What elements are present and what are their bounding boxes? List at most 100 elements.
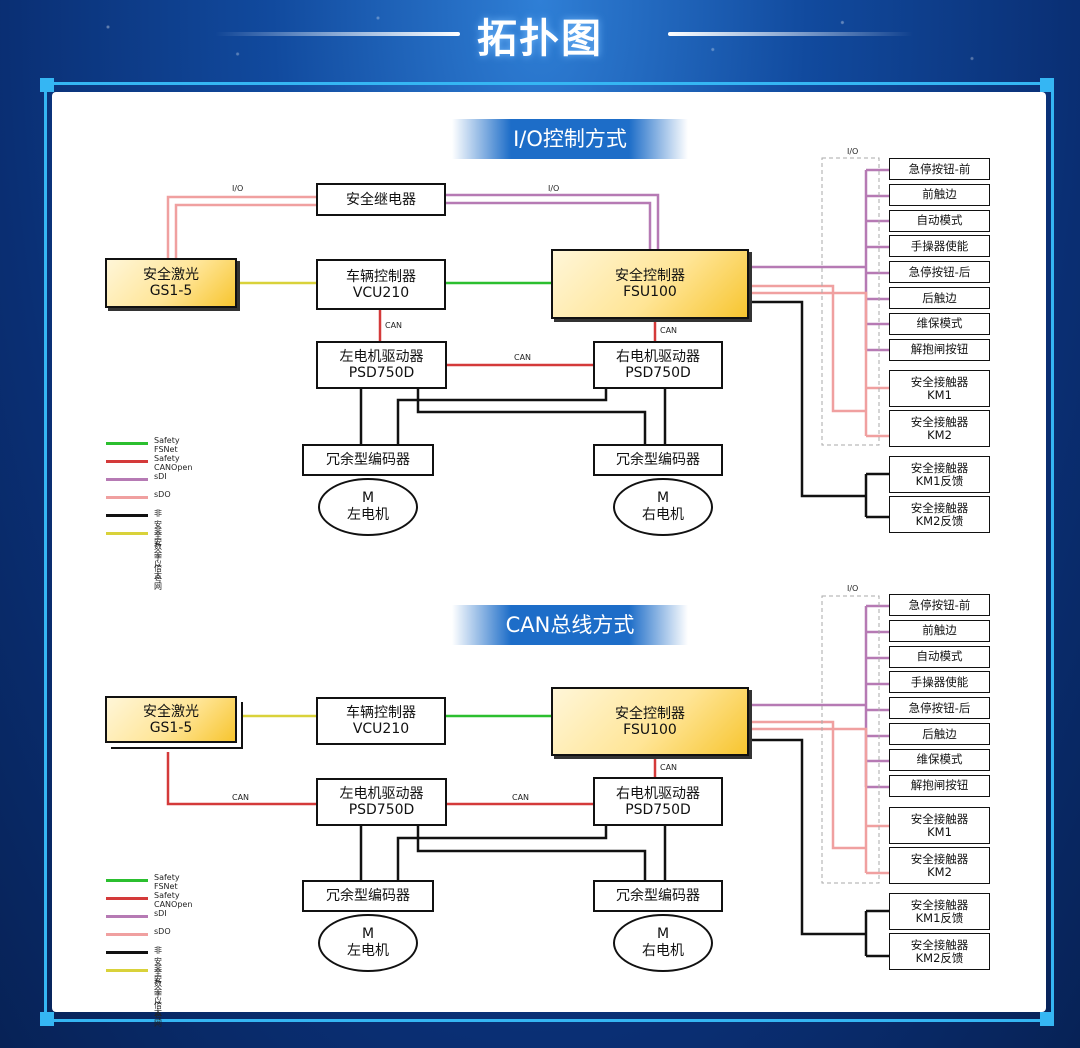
frame-corner (40, 1012, 54, 1026)
device-label: 前触边 (922, 623, 957, 638)
device-label: 安全接触器 (910, 811, 969, 826)
wire-encoder (416, 826, 647, 880)
device-label: KM2反馈 (915, 950, 964, 965)
diagram-frame (44, 82, 1054, 1022)
device-label: KM1反馈 (915, 910, 964, 925)
wire-fsu-feedback (749, 300, 866, 498)
wire-laser-relay-sdo (174, 203, 316, 258)
left-encoder-box: 冗余型编码器 (302, 444, 434, 476)
device-label: 急停按钮-前 (908, 597, 971, 612)
box-label: 安全激光 (143, 267, 199, 283)
right-encoder-box: 冗余型编码器 (593, 880, 723, 912)
motor-symbol: M (656, 926, 670, 942)
device-label: 安全接触器 (910, 897, 969, 912)
left-motor: M 左电机 (318, 478, 418, 536)
box-model: GS1-5 (149, 719, 193, 736)
legend-swatch (106, 969, 148, 972)
legend-swatch (106, 951, 148, 954)
device-label: KM1 (927, 824, 952, 839)
device-label: 解抱闸按钮 (910, 342, 969, 357)
diagram-panel (52, 92, 1046, 1012)
section-title-can: CAN总线方式 (452, 605, 688, 645)
legend-swatch (106, 897, 148, 900)
right-motor-driver-box: 右电机驱动器 PSD750D (593, 341, 723, 389)
wire-laser-leftdrive-can (166, 752, 316, 806)
input-device-box: 急停按钮-后 (889, 697, 990, 720)
motor-symbol: M (361, 490, 375, 506)
right-motor-driver-box: 右电机驱动器 PSD750D (593, 777, 723, 826)
header-sparkle-background (0, 0, 1080, 90)
legend-swatch (106, 496, 148, 499)
box-label: 车辆控制器 (346, 705, 416, 721)
label-can: CAN (514, 353, 532, 362)
legend-label: sDO (154, 927, 171, 936)
wire-fsu-contactors-sdo (749, 284, 866, 413)
device-label: KM1 (927, 387, 952, 402)
input-device-box: 维保模式 (889, 312, 990, 335)
wire-fsu-contactors-sdo (749, 720, 866, 850)
device-label: 手操器使能 (910, 238, 969, 253)
input-device-box: 后触边 (889, 287, 990, 309)
legend-label: sDI (154, 472, 167, 481)
wire-input-taps (866, 168, 889, 352)
motor-label: 右电机 (642, 507, 684, 523)
wire-fsu-feedback (749, 738, 866, 936)
input-device-box: 急停按钮-后 (889, 261, 990, 284)
left-encoder-box: 冗余型编码器 (302, 880, 434, 912)
wire-input-taps (866, 604, 889, 789)
box-model: GS1-5 (149, 283, 193, 299)
device-label: 急停按钮-前 (908, 161, 971, 176)
device-label: 安全接触器 (910, 374, 969, 389)
safety-relay-box: 安全继电器 (316, 183, 446, 216)
motor-symbol: M (656, 490, 670, 506)
device-label: 维保模式 (916, 752, 963, 767)
title-line-right (668, 32, 913, 36)
legend-swatch (106, 478, 148, 481)
device-label: 后触边 (922, 726, 957, 741)
io-group-outline (821, 157, 880, 446)
label-io-group: I/O (847, 584, 859, 593)
legend-swatch (106, 933, 148, 936)
label-can: CAN (385, 321, 403, 330)
input-device-box: 解抱闸按钮 (889, 774, 990, 797)
box-model: PSD750D (625, 801, 691, 818)
input-device-box: 急停按钮-前 (889, 158, 990, 180)
legend-label: Safety FSNet (154, 436, 180, 454)
device-label: 解抱闸按钮 (910, 778, 969, 793)
device-label: KM2反馈 (915, 513, 964, 528)
device-label: 自动模式 (916, 213, 963, 228)
legend-label: 非安全数字信号 (154, 509, 162, 584)
box-label: 冗余型编码器 (616, 452, 700, 468)
box-model: PSD750D (625, 365, 691, 381)
box-label: 左电机驱动器 (339, 349, 424, 365)
input-device-box: 前触边 (889, 183, 990, 206)
legend-swatch (106, 915, 148, 918)
input-device-box: 手操器使能 (889, 671, 990, 694)
device-label: 急停按钮-后 (908, 264, 971, 279)
title-line-left (215, 32, 460, 36)
box-label: 安全控制器 (615, 268, 685, 284)
device-label: 安全接触器 (910, 460, 969, 475)
device-label: 安全接触器 (910, 500, 969, 515)
legend-swatch (106, 442, 148, 445)
right-encoder-box: 冗余型编码器 (593, 444, 723, 476)
legend-label: 非安全以太网 (154, 527, 162, 591)
legend-label: Safety FSNet (154, 873, 180, 891)
device-label: 手操器使能 (910, 674, 969, 689)
label-can: CAN (512, 793, 530, 802)
wire-relay-fsu-sdi (445, 201, 652, 249)
box-model: PSD750D (348, 802, 415, 818)
right-motor: M 右电机 (613, 478, 713, 536)
input-device-box: 前触边 (889, 619, 990, 642)
box-label: 安全激光 (143, 703, 199, 720)
legend-label: sDO (154, 490, 171, 499)
frame-corner (1040, 78, 1054, 92)
box-label: 冗余型编码器 (616, 888, 700, 904)
